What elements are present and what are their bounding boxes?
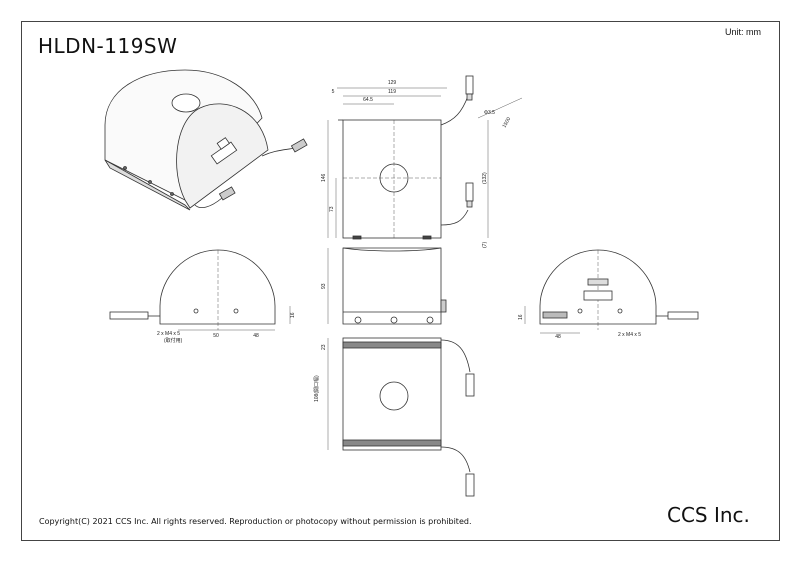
- dim-half-width: 64.5: [363, 97, 373, 103]
- dim-height: 146: [321, 173, 327, 182]
- dim-inner-width: 119: [388, 89, 396, 95]
- right-view: [524, 249, 699, 334]
- dim-left-a: 50: [213, 333, 219, 339]
- dim-center-height: 73: [329, 206, 335, 212]
- dim-left-b: 48: [253, 333, 259, 339]
- dim-side-height: 93: [321, 283, 327, 289]
- side-view: [327, 247, 447, 325]
- dim-overall-width: 129: [388, 80, 397, 86]
- drawing-title: HLDN-119SW: [38, 34, 178, 58]
- dim-offset: 5: [332, 89, 335, 95]
- dim-cable-length: 1500: [502, 116, 513, 129]
- left-view: [109, 249, 291, 331]
- dim-left-h: 16: [290, 312, 296, 318]
- bottom-view: [327, 337, 475, 497]
- drawing-frame: [21, 21, 780, 541]
- dim-right-small: (7): [482, 242, 488, 248]
- dim-left-mount-note: (取付用): [164, 337, 183, 344]
- copyright-text: Copyright(C) 2021 CCS Inc. All rights re…: [39, 517, 472, 526]
- dim-bottom-top: 23: [321, 344, 327, 350]
- dim-right-mount: 2 x M4 x 5: [618, 332, 641, 338]
- unit-label: Unit: mm: [725, 27, 761, 37]
- dim-right-a: 48: [555, 334, 561, 340]
- dim-cable-diameter: Φ3.5: [484, 110, 495, 116]
- top-view: [327, 75, 523, 240]
- dim-right-h: 16: [518, 314, 524, 320]
- dim-right-height: (132): [482, 172, 488, 184]
- isometric-view: [104, 69, 308, 211]
- dim-left-mount: 2 x M4 x 5: [157, 331, 180, 337]
- dim-window-width: 108(開口幅): [313, 375, 320, 402]
- company-name: CCS Inc.: [667, 503, 750, 527]
